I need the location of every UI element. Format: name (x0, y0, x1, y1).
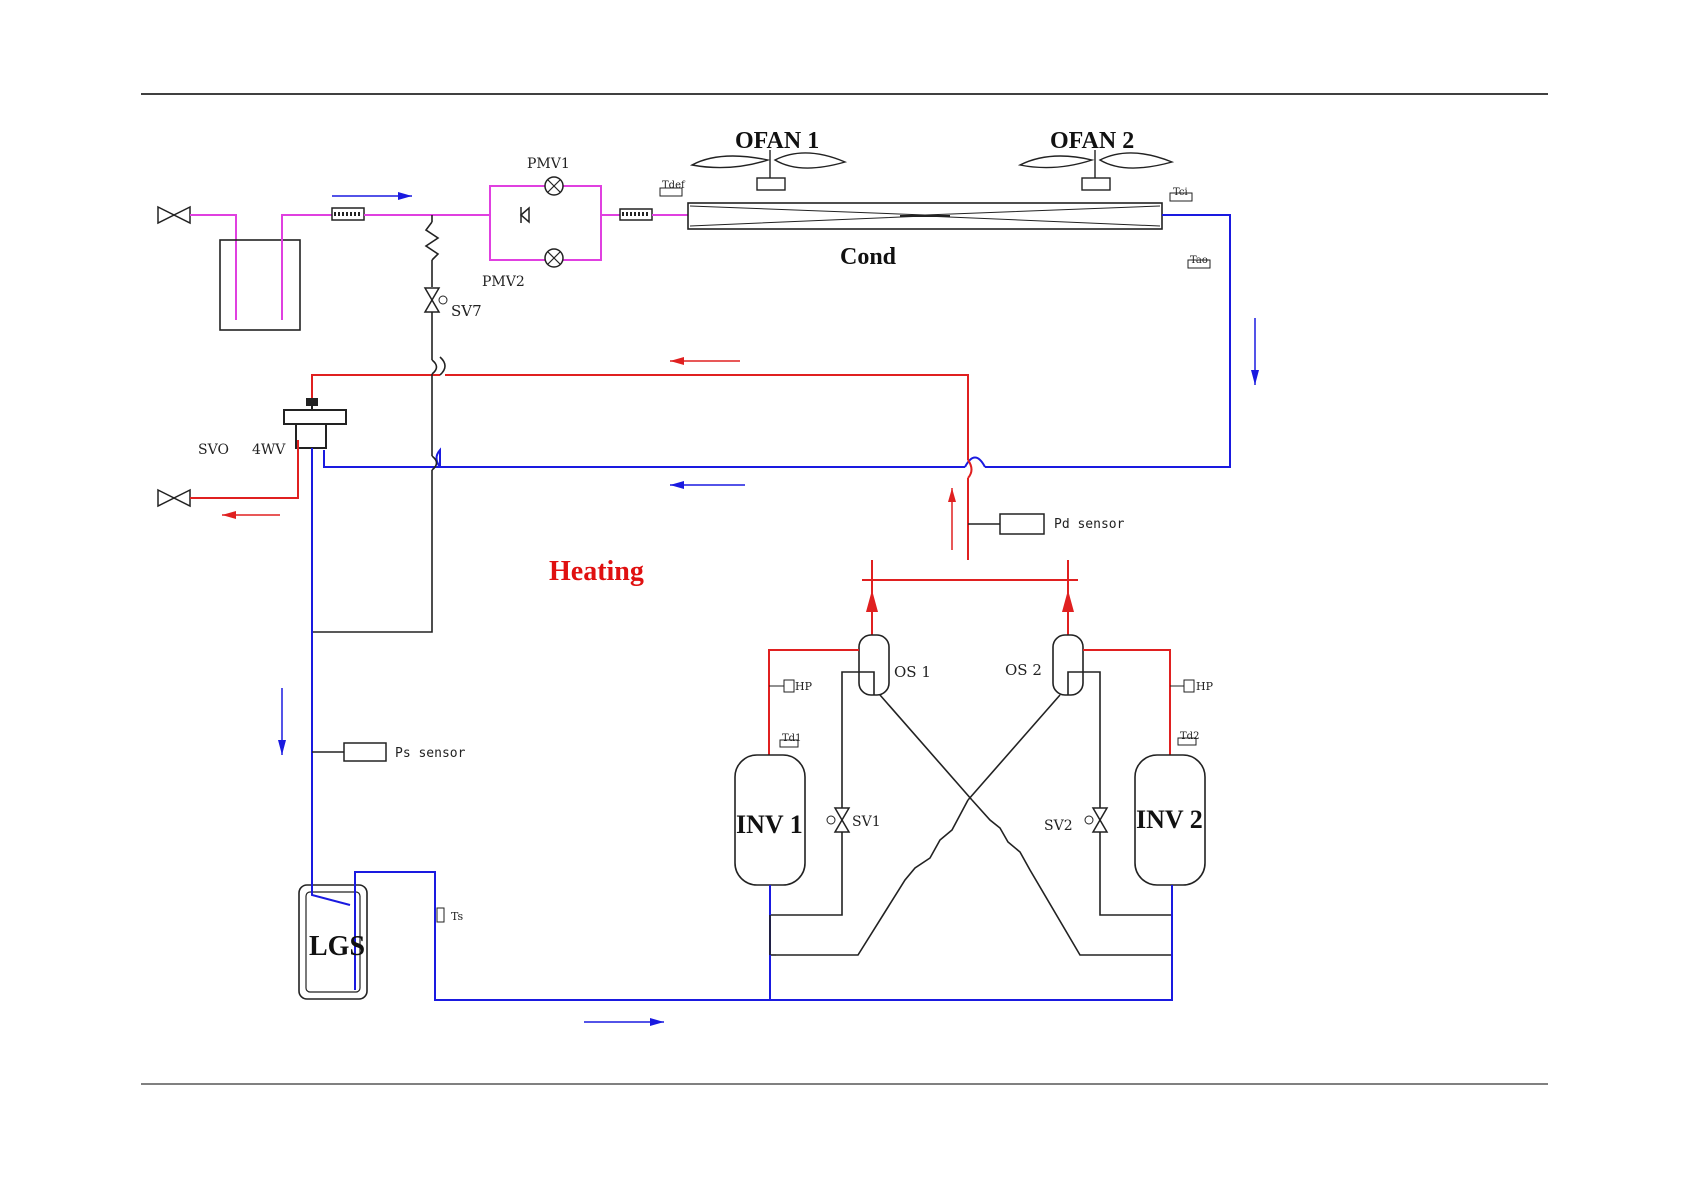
ts-sensor-icon (437, 908, 444, 922)
four-way-valve-icon (284, 398, 346, 448)
svo-label: SVO (198, 442, 229, 458)
outdoor-fan-2 (1020, 150, 1172, 190)
flow-arrow-down-left-icon (278, 688, 286, 755)
4wv-label: 4WV (252, 442, 286, 458)
cond-label: Cond (840, 244, 897, 270)
td1-label: Td1 (782, 733, 801, 744)
hp-right-label: HP (1196, 680, 1214, 693)
sv2-valve-icon (1085, 808, 1107, 832)
sv1-label: SV1 (852, 814, 881, 830)
lgs-label: LGS (309, 931, 365, 962)
inv2-label: INV 2 (1136, 805, 1203, 834)
outdoor-fan-1 (692, 150, 845, 190)
os2-label: OS 2 (1005, 661, 1042, 679)
os1-label: OS 1 (894, 663, 931, 681)
liquid-line (158, 177, 688, 330)
tci-label: Tci (1173, 187, 1188, 198)
sv7-valve-icon (425, 288, 447, 312)
pmv1-valve-icon (545, 177, 563, 195)
hp-left-label: HP (795, 680, 813, 693)
flow-arrow-down-right-icon (1251, 318, 1259, 385)
flow-arrow-blue-left-icon (670, 481, 745, 489)
ps-sensor-box (344, 743, 386, 761)
flow-arrow-liquid-right-icon (332, 192, 412, 200)
flow-arrow-bottom-right-icon (584, 1018, 664, 1026)
tdef-label: Tdef (662, 180, 686, 191)
pmv2-label: PMV2 (482, 274, 525, 290)
fan-motor-1-icon (757, 178, 785, 190)
sv2-label: SV2 (1044, 818, 1073, 834)
sv7-label: SV7 (451, 302, 482, 320)
flow-arrow-red-up-icon (948, 488, 956, 550)
pd-sensor-label: Pd sensor (1054, 517, 1125, 532)
tao-label: Tao (1190, 255, 1208, 266)
flow-arrow-gas-out-icon (222, 511, 280, 519)
ts-label: Ts (451, 910, 464, 923)
pd-sensor-box (1000, 514, 1044, 534)
ps-sensor-label: Ps sensor (395, 746, 466, 761)
receiver-tank (220, 240, 300, 330)
condenser-outlet-pipe (985, 215, 1230, 467)
service-valve-gas-icon (158, 490, 190, 506)
inv1-label: INV 1 (736, 810, 803, 839)
hp-switch-left-icon (769, 680, 794, 692)
td2-label: Td2 (1180, 731, 1199, 742)
pmv1-label: PMV1 (527, 156, 570, 172)
service-valve-liquid-icon (158, 207, 190, 223)
heating-label: Heating (549, 556, 644, 587)
condenser (688, 203, 1162, 229)
check-valve-icon (521, 207, 529, 223)
ofan1-label: OFAN 1 (735, 128, 819, 154)
pmv2-valve-icon (545, 249, 563, 267)
flow-arrow-red-left-icon (670, 357, 740, 365)
ofan2-label: OFAN 2 (1050, 128, 1134, 154)
sv1-valve-icon (827, 808, 849, 832)
hp-switch-right-icon (1170, 680, 1194, 692)
fan-motor-2-icon (1082, 178, 1110, 190)
